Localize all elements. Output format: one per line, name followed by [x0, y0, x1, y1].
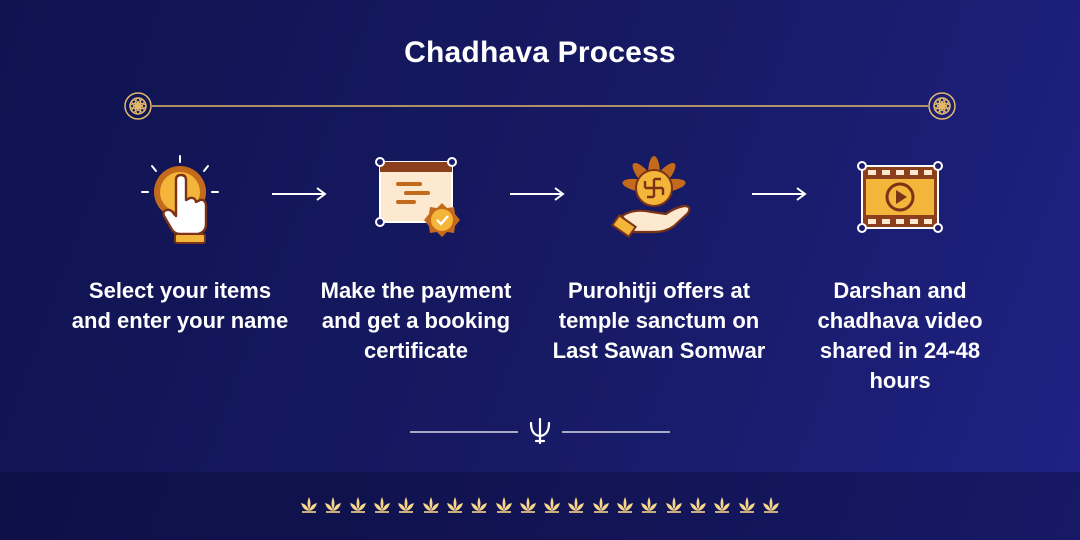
lotus-icon — [446, 497, 463, 513]
lotus-icon — [592, 497, 609, 513]
lotus-icon — [738, 497, 755, 513]
page-title: Chadhava Process — [404, 36, 676, 69]
lotus-icon — [617, 497, 634, 513]
arrow-right-icon — [272, 187, 327, 201]
lotus-icon — [568, 497, 585, 513]
mandala-right-icon — [928, 92, 956, 120]
lotus-icon — [519, 497, 536, 513]
certificate-icon — [375, 157, 460, 237]
step-3-text: Purohitji offers at temple sanctum on La… — [552, 278, 766, 363]
lotus-icon — [544, 497, 561, 513]
lotus-icon — [422, 497, 439, 513]
offering-hand-icon — [610, 156, 691, 239]
footer-band — [0, 472, 1080, 540]
lotus-icon — [762, 497, 779, 513]
step-2-text: Make the payment and get a booking certi… — [320, 278, 512, 363]
step-1-text: Select your items and enter your name — [71, 278, 289, 333]
trident-icon — [529, 417, 551, 445]
step-4-text: Darshan and chadhava video shared in 24-… — [817, 278, 983, 393]
lotus-icon — [471, 497, 488, 513]
lotus-icon — [714, 497, 731, 513]
lotus-icon — [665, 497, 682, 513]
lotus-border — [298, 490, 782, 520]
trident-divider — [410, 417, 670, 445]
arrow-right-icon — [752, 187, 807, 201]
mandala-left-icon — [124, 92, 152, 120]
lotus-icon — [349, 497, 366, 513]
lotus-icon — [301, 497, 317, 513]
arrow-right-icon — [510, 187, 565, 201]
video-play-icon — [857, 161, 943, 233]
lotus-icon — [398, 497, 415, 513]
lotus-icon — [325, 497, 342, 513]
lotus-icon — [373, 497, 390, 513]
lotus-icon — [495, 497, 512, 513]
lotus-icon — [690, 497, 706, 513]
lotus-icon — [641, 497, 658, 513]
ornament-divider — [124, 92, 956, 120]
tap-hand-icon — [141, 155, 219, 244]
